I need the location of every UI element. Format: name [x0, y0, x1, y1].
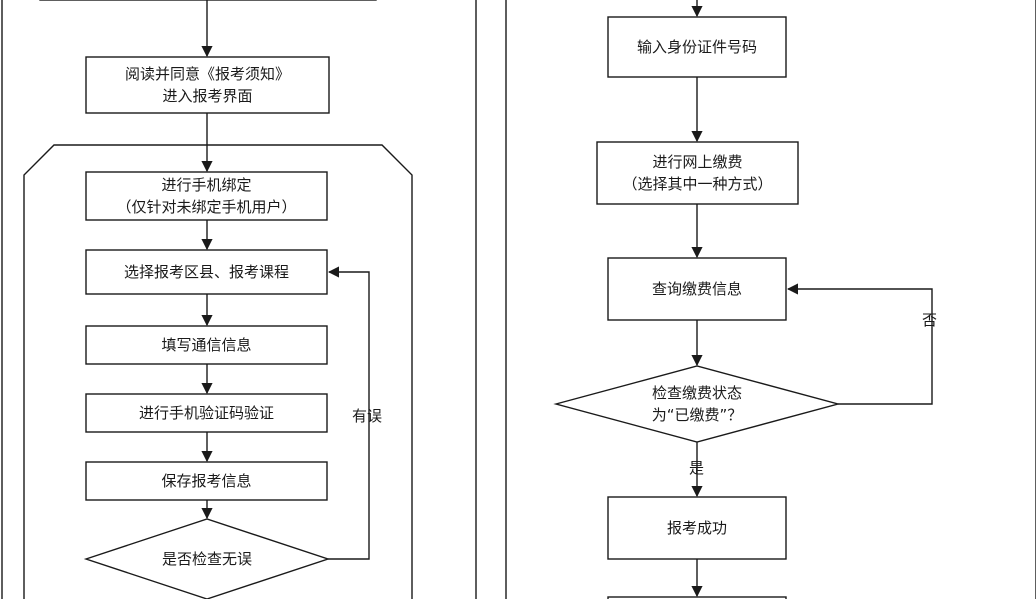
label-decision-status: 检查缴费状态 为“已缴费”？ [651, 383, 743, 425]
label-query-pay: 查询缴费信息 [651, 279, 742, 298]
right-panel-border [505, 0, 1036, 599]
label-select-course: 选择报考区县、报考课程 [123, 262, 289, 281]
left-group-frame [23, 144, 413, 599]
label-read-agree: 阅读并同意《报考须知》 进入报考界面 [124, 64, 290, 106]
edge-label-yes: 是 [689, 459, 705, 477]
left-panel-border [1, 0, 477, 599]
label-save-info: 保存报考信息 [161, 471, 252, 490]
edge-label-no: 否 [922, 311, 938, 329]
label-success: 报考成功 [666, 518, 727, 537]
label-decision-check: 是否检查无误 [161, 549, 252, 568]
edge-label-error: 有误 [352, 407, 383, 425]
arrow-error-loop [327, 266, 370, 560]
label-id-number: 输入身份证件号码 [636, 37, 757, 56]
label-bind-phone: 进行手机绑定 （仅针对未绑定手机用户） [116, 175, 297, 217]
label-fill-info: 填写通信信息 [161, 335, 252, 354]
label-verify-code: 进行手机验证码验证 [138, 403, 274, 422]
label-online-pay: 进行网上缴费 （选择其中一种方式） [622, 152, 773, 194]
arrow-no-loop [786, 283, 933, 405]
